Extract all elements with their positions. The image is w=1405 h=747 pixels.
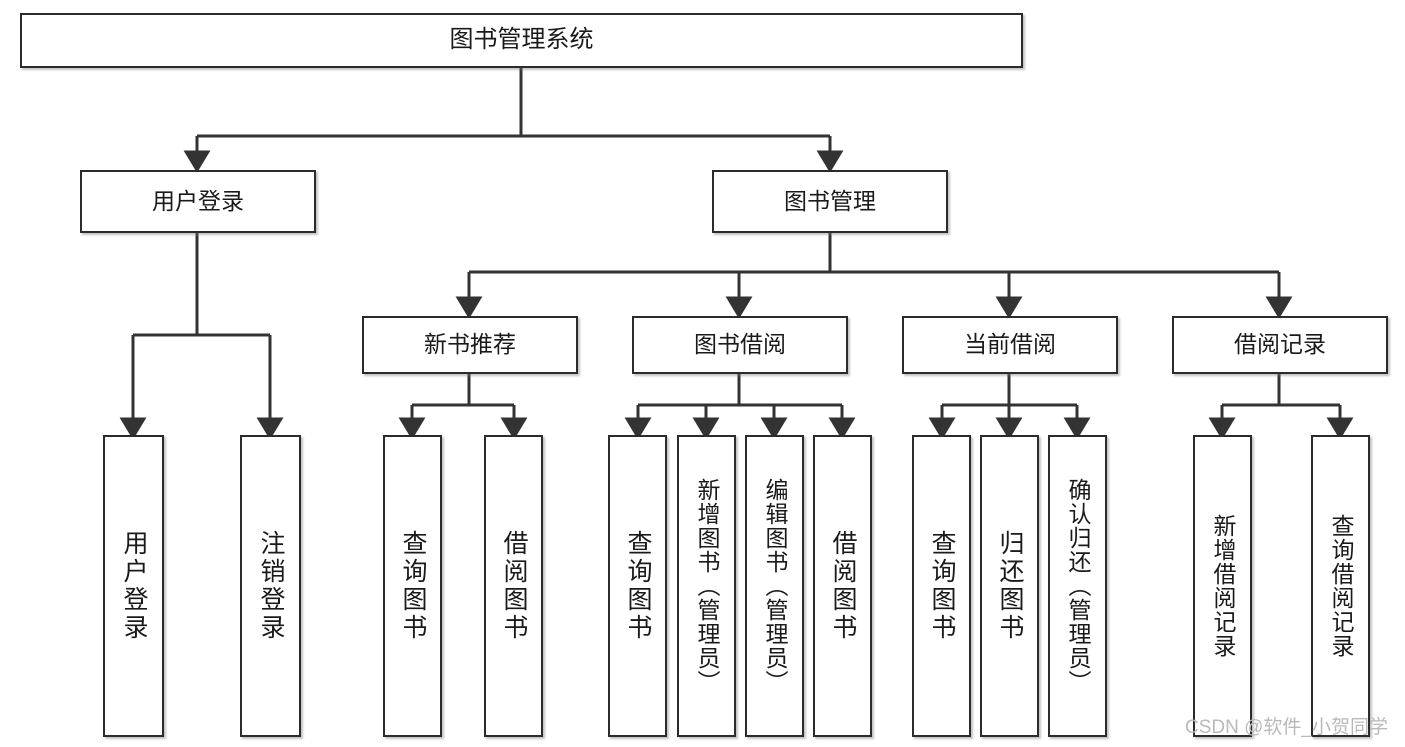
node-leaf-confirm-return-label: 确认归还（管理员）: [1065, 478, 1091, 694]
node-book-manage[interactable]: 图书管理: [712, 170, 948, 233]
node-new-book-recommend-label: 新书推荐: [424, 331, 516, 358]
node-leaf-edit-book-label: 编辑图书（管理员）: [762, 478, 788, 694]
node-leaf-borrow-book-2-label: 借阅图书: [829, 530, 857, 642]
node-root-label: 图书管理系统: [449, 26, 594, 54]
node-leaf-add-record[interactable]: 新增借阅记录: [1193, 435, 1252, 737]
node-new-book-recommend[interactable]: 新书推荐: [362, 316, 578, 374]
node-current-borrow-label: 当前借阅: [964, 331, 1056, 358]
node-leaf-user-login[interactable]: 用户登录: [103, 435, 164, 737]
node-root[interactable]: 图书管理系统: [20, 13, 1023, 68]
node-leaf-logout-login[interactable]: 注销登录: [240, 435, 301, 737]
node-leaf-user-login-label: 用户登录: [120, 530, 148, 642]
node-book-borrow-label: 图书借阅: [694, 331, 786, 358]
node-current-borrow[interactable]: 当前借阅: [902, 316, 1118, 374]
node-leaf-return-book-label: 归还图书: [996, 530, 1024, 642]
node-book-borrow[interactable]: 图书借阅: [632, 316, 848, 374]
node-leaf-borrow-book-1-label: 借阅图书: [500, 530, 528, 642]
node-leaf-add-record-label: 新增借阅记录: [1210, 514, 1236, 658]
node-leaf-query-book-1[interactable]: 查询图书: [383, 435, 442, 737]
node-leaf-query-record-label: 查询借阅记录: [1328, 514, 1354, 658]
node-leaf-confirm-return[interactable]: 确认归还（管理员）: [1048, 435, 1107, 737]
node-leaf-query-book-1-label: 查询图书: [399, 530, 427, 642]
node-leaf-edit-book[interactable]: 编辑图书（管理员）: [745, 435, 804, 737]
node-leaf-query-book-3-label: 查询图书: [928, 530, 956, 642]
node-leaf-query-book-3[interactable]: 查询图书: [912, 435, 971, 737]
node-leaf-logout-login-label: 注销登录: [257, 530, 285, 642]
node-leaf-add-book[interactable]: 新增图书（管理员）: [677, 435, 736, 737]
node-leaf-borrow-book-1[interactable]: 借阅图书: [484, 435, 543, 737]
node-leaf-query-book-2-label: 查询图书: [624, 530, 652, 642]
node-leaf-query-record[interactable]: 查询借阅记录: [1311, 435, 1370, 737]
node-borrow-record-label: 借阅记录: [1234, 331, 1326, 358]
node-leaf-return-book[interactable]: 归还图书: [980, 435, 1039, 737]
node-leaf-borrow-book-2[interactable]: 借阅图书: [813, 435, 872, 737]
node-leaf-add-book-label: 新增图书（管理员）: [694, 478, 720, 694]
node-user-login[interactable]: 用户登录: [80, 170, 316, 233]
node-leaf-query-book-2[interactable]: 查询图书: [608, 435, 667, 737]
node-book-manage-label: 图书管理: [784, 187, 876, 214]
node-user-login-label: 用户登录: [152, 187, 244, 214]
node-borrow-record[interactable]: 借阅记录: [1172, 316, 1388, 374]
